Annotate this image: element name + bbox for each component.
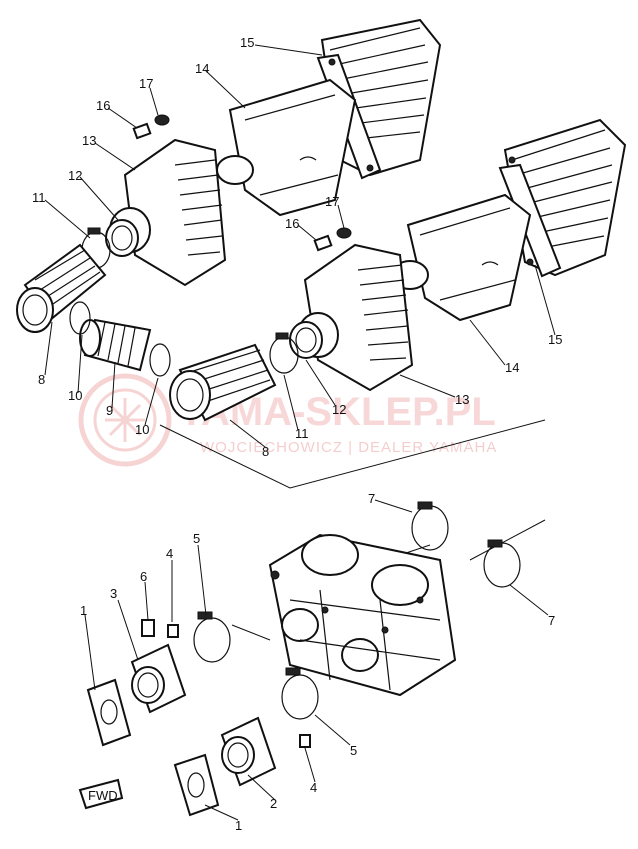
callout-15-upper: 15 bbox=[240, 35, 254, 50]
air-filter-element-upper bbox=[216, 78, 357, 217]
manifold-clamp-left bbox=[193, 611, 231, 663]
callout-15-lower: 15 bbox=[548, 332, 562, 347]
callout-4-upper: 4 bbox=[166, 546, 173, 561]
callout-12-upper: 12 bbox=[68, 168, 82, 183]
callout-4-lower: 4 bbox=[310, 780, 317, 795]
callout-2: 2 bbox=[270, 796, 277, 811]
fwd-label: FWD bbox=[88, 788, 118, 803]
watermark-subtitle: WOJCIECHOWICZ | DEALER YAMAHA bbox=[200, 439, 497, 456]
callout-9: 9 bbox=[106, 403, 113, 418]
callout-6: 6 bbox=[140, 569, 147, 584]
callout-14-lower: 14 bbox=[505, 360, 519, 375]
callout-labels: 15 14 17 16 13 12 11 17 16 15 14 13 12 1… bbox=[32, 35, 562, 833]
callout-5-lower: 5 bbox=[350, 743, 357, 758]
callout-10-left: 10 bbox=[68, 388, 82, 403]
leader-lines bbox=[44, 44, 556, 821]
manifold-clamp-right bbox=[281, 667, 319, 720]
forward-arrow-icon: FWD bbox=[78, 778, 124, 810]
bolt-lower bbox=[313, 234, 333, 252]
callout-12-lower: 12 bbox=[332, 402, 346, 417]
connecting-tube bbox=[79, 318, 152, 372]
screw-upper bbox=[167, 624, 179, 638]
joint-ring-lower bbox=[289, 321, 323, 359]
clamp-lower bbox=[269, 332, 299, 374]
joint-ring-upper bbox=[105, 219, 139, 257]
callout-7-upper: 7 bbox=[368, 491, 375, 506]
callout-11-upper: 11 bbox=[32, 190, 46, 205]
intake-boot-upper bbox=[16, 243, 107, 333]
callout-14-upper: 14 bbox=[195, 61, 209, 76]
callout-7-right: 7 bbox=[548, 613, 555, 628]
callout-1-lower: 1 bbox=[235, 818, 242, 833]
watermark-logo-icon bbox=[78, 373, 172, 467]
airbox-upper bbox=[109, 138, 227, 287]
callout-16-lower: 16 bbox=[285, 216, 299, 231]
tube-clamp-right bbox=[149, 343, 171, 377]
callout-11-lower: 11 bbox=[295, 426, 309, 441]
assembly-guide-line-left bbox=[231, 624, 271, 641]
tube-clamp-left bbox=[69, 301, 91, 335]
intake-manifold-upper bbox=[130, 643, 187, 714]
washer-lower bbox=[336, 227, 352, 239]
washer-upper bbox=[154, 114, 170, 126]
carb-clamp-right bbox=[483, 539, 521, 588]
airbox-lower bbox=[297, 243, 414, 392]
callout-1-upper: 1 bbox=[80, 603, 87, 618]
assembly-guide-line-upper bbox=[159, 419, 546, 489]
callout-17-lower: 17 bbox=[325, 194, 339, 209]
intake-manifold-lower bbox=[220, 716, 277, 787]
cap-plug bbox=[141, 619, 155, 637]
callout-13-upper: 13 bbox=[82, 133, 96, 148]
callout-3: 3 bbox=[110, 586, 117, 601]
bolt-upper bbox=[132, 122, 152, 140]
assembly-guide-line-right bbox=[469, 519, 546, 561]
callout-8-upper: 8 bbox=[38, 372, 45, 387]
callout-16-upper: 16 bbox=[96, 98, 110, 113]
carburetor-assembly bbox=[268, 533, 457, 697]
callout-10-right: 10 bbox=[135, 422, 149, 437]
air-filter-case-lower bbox=[498, 118, 627, 278]
gasket-upper bbox=[86, 678, 132, 747]
callout-8-lower: 8 bbox=[262, 444, 269, 459]
callout-13-lower: 13 bbox=[455, 392, 469, 407]
callout-5-upper: 5 bbox=[193, 531, 200, 546]
intake-boot-lower bbox=[169, 343, 277, 422]
air-filter-element-lower bbox=[391, 193, 532, 322]
carb-clamp-upper bbox=[411, 501, 449, 551]
gasket-lower bbox=[173, 753, 220, 817]
callout-17-upper: 17 bbox=[139, 76, 153, 91]
screw-lower bbox=[299, 734, 311, 748]
